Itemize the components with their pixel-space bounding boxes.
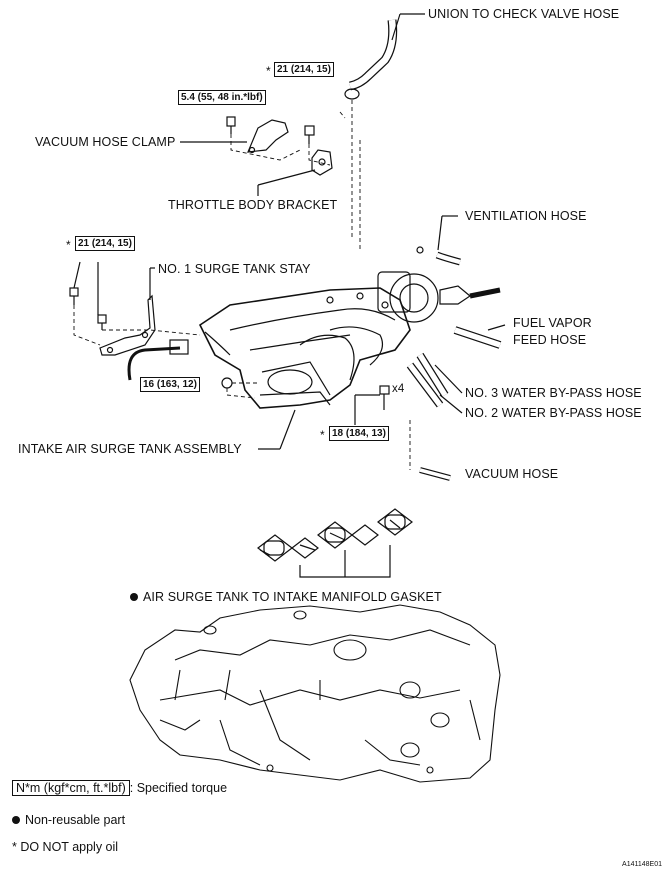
legend-no-oil: * DO NOT apply oil bbox=[12, 840, 119, 854]
throttle-body-bracket bbox=[311, 149, 333, 176]
legend-non-reusable: Non-reusable part bbox=[12, 813, 125, 827]
vacuum-hose-clamp-label: VACUUM HOSE CLAMP bbox=[35, 135, 176, 149]
water-bypass-3-label: NO. 3 WATER BY-PASS HOSE bbox=[465, 386, 642, 400]
non-reusable-bullet-icon bbox=[12, 815, 20, 824]
throttle-body-bracket-label: THROTTLE BODY BRACKET bbox=[168, 198, 338, 212]
no-oil-marker: * bbox=[266, 64, 271, 78]
legend-torque-unit: N*m (kgf*cm, ft.*lbf) bbox=[12, 780, 130, 796]
fuel-vapor-label-1: FUEL VAPOR bbox=[513, 316, 592, 330]
vacuum-hose-clamp bbox=[247, 119, 289, 153]
non-reusable-bullet-icon bbox=[130, 592, 138, 601]
bolt-top bbox=[226, 116, 315, 144]
intake-air-surge-tank bbox=[198, 287, 411, 409]
gasket-label: AIR SURGE TANK TO INTAKE MANIFOLD GASKET bbox=[130, 590, 442, 604]
surge-tank-assembly-label: INTAKE AIR SURGE TANK ASSEMBLY bbox=[18, 442, 242, 456]
vacuum-hose-label: VACUUM HOSE bbox=[465, 467, 559, 481]
union-hose-label: UNION TO CHECK VALVE HOSE bbox=[428, 7, 620, 21]
torque-spec-clamp: 5.4 (55, 48 in.*lbf) bbox=[178, 90, 266, 105]
water-bypass-2-label: NO. 2 WATER BY-PASS HOSE bbox=[465, 406, 642, 420]
ventilation-hose-label: VENTILATION HOSE bbox=[465, 209, 587, 223]
engine-block bbox=[129, 604, 501, 783]
figure-code: A141148E01 bbox=[622, 861, 662, 868]
torque-spec-18: 18 (184, 13) bbox=[329, 426, 389, 441]
torque-spec-16: 16 (163, 12) bbox=[140, 377, 200, 392]
legend-torque-desc: : Specified torque bbox=[129, 781, 228, 795]
quantity-x4: x4 bbox=[392, 383, 405, 395]
fuel-vapor-label-2: FEED HOSE bbox=[513, 333, 587, 347]
legend-torque: N*m (kgf*cm, ft.*lbf): Specified torque bbox=[12, 780, 228, 796]
throttle-body bbox=[377, 271, 501, 323]
surge-tank-stay-label: NO. 1 SURGE TANK STAY bbox=[158, 262, 311, 276]
surge-tank-gasket bbox=[257, 508, 413, 562]
no-oil-marker: * bbox=[320, 428, 325, 442]
torque-spec-left: 21 (214, 15) bbox=[75, 236, 135, 251]
no-oil-marker: * bbox=[66, 238, 71, 252]
surge-tank-stay bbox=[99, 294, 156, 356]
torque-spec-top: 21 (214, 15) bbox=[274, 62, 334, 77]
